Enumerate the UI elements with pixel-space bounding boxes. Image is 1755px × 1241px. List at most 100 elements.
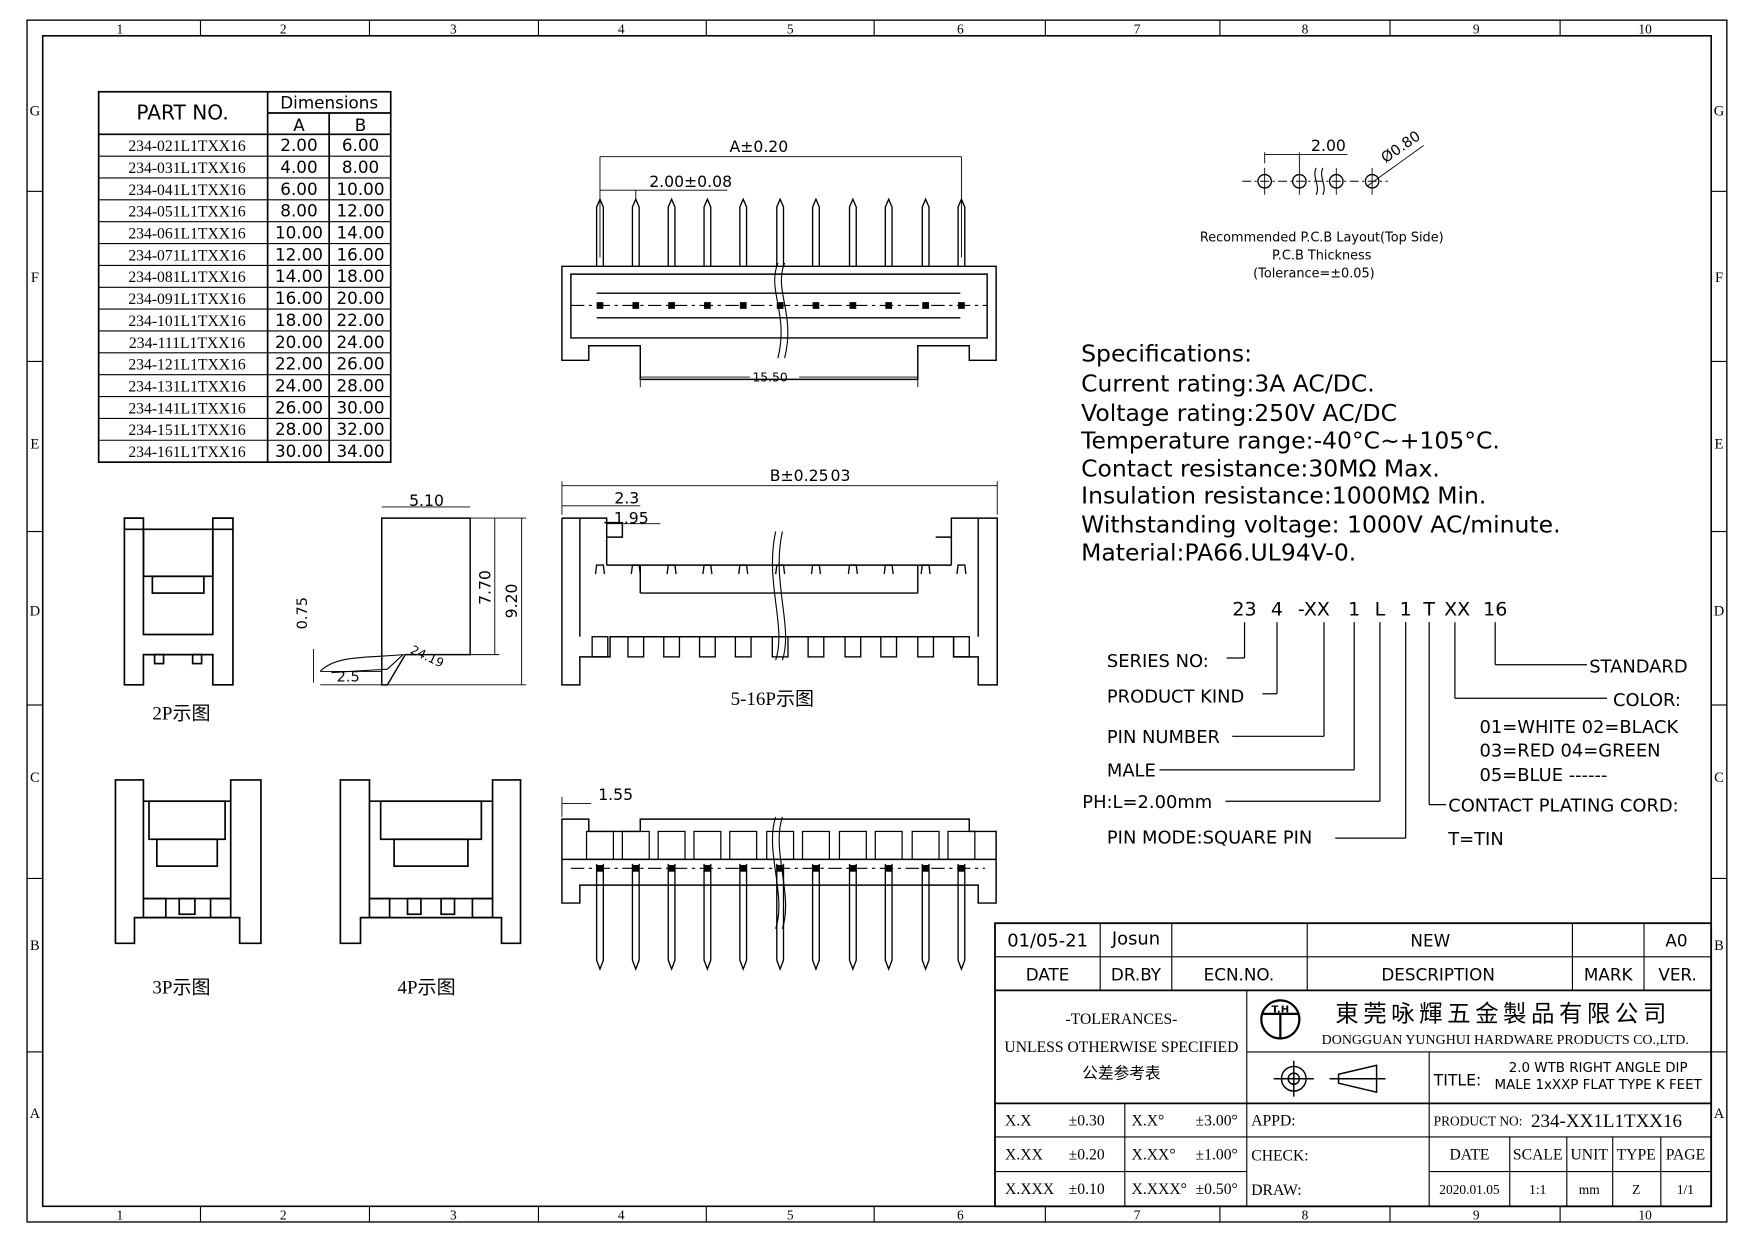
dim-a-cell: 10.00 bbox=[275, 222, 323, 242]
pin-square bbox=[958, 302, 965, 309]
pin bbox=[848, 197, 857, 267]
dim-a-cell: 24.00 bbox=[275, 375, 323, 395]
pin bbox=[667, 197, 676, 267]
code-color: COLOR: bbox=[1613, 690, 1681, 711]
spec-line: Withstanding voltage: 1000V AC/minute. bbox=[1081, 511, 1560, 539]
dim-a-cell: 4.00 bbox=[280, 157, 317, 177]
pin-foot bbox=[734, 636, 752, 658]
draw-label: DRAW: bbox=[1251, 1182, 1301, 1199]
pin bbox=[631, 197, 640, 267]
dim-2-5: 2.5 bbox=[337, 669, 360, 685]
code-segment: 1 bbox=[1400, 598, 1412, 620]
code-kind: PRODUCT KIND bbox=[1107, 687, 1244, 708]
dim-b-cell: 20.00 bbox=[337, 288, 385, 308]
grid-col-label: 5 bbox=[787, 22, 794, 37]
grid-col-label: 10 bbox=[1638, 22, 1652, 37]
code-tin: T=TIN bbox=[1447, 829, 1504, 850]
pin-tip bbox=[775, 564, 786, 575]
header-page: PAGE bbox=[1666, 1146, 1705, 1163]
pin-tip bbox=[594, 564, 606, 575]
label-3p: 3P示图 bbox=[152, 978, 210, 999]
grid-col-label: 5 bbox=[787, 1208, 794, 1223]
header-drby: DR.BY bbox=[1111, 964, 1162, 984]
grid-col-label: 7 bbox=[1134, 1208, 1141, 1223]
pin-housing bbox=[911, 830, 940, 861]
pin bbox=[667, 863, 676, 971]
tol-angle-key: X.XXX° bbox=[1132, 1181, 1187, 1198]
company-name-en: DONGGUAN YUNGHUI HARDWARE PRODUCTS CO.,L… bbox=[1322, 1033, 1689, 1048]
view-4p-drawing bbox=[339, 779, 522, 945]
rev-ver: A0 bbox=[1665, 931, 1687, 951]
side-view-drawing bbox=[313, 506, 527, 686]
specifications: Specifications:Current rating:3A AC/DC.V… bbox=[1080, 339, 1560, 566]
code-standard: STANDARD bbox=[1589, 657, 1687, 678]
part-code-leaders bbox=[1159, 622, 1608, 839]
pin-tip bbox=[920, 564, 931, 575]
dim-b-cell: 28.00 bbox=[337, 375, 385, 395]
company-name-cn: 東莞咏輝五金製品有限公司 bbox=[1335, 1001, 1671, 1028]
code-pin-mode: PIN MODE:SQUARE PIN bbox=[1107, 828, 1312, 849]
pin bbox=[776, 863, 785, 971]
pin-square bbox=[885, 865, 893, 872]
pin-foot bbox=[698, 636, 716, 658]
pin-square bbox=[668, 865, 675, 872]
part-number-cell: 234-081L1TXX16 bbox=[128, 269, 246, 286]
pin bbox=[921, 863, 930, 971]
col-a-header: A bbox=[293, 115, 305, 135]
tol-angle-value: ±0.50° bbox=[1196, 1181, 1238, 1198]
pin-tip bbox=[810, 564, 822, 575]
part-number-cell: 234-161L1TXX16 bbox=[128, 444, 246, 461]
dim-7-70: 7.70 bbox=[475, 570, 494, 605]
pin-housing bbox=[657, 830, 686, 861]
part-number-cell: 234-041L1TXX16 bbox=[128, 182, 246, 199]
sheet-frame bbox=[26, 19, 1728, 1223]
logo-text: T.H bbox=[1272, 1005, 1290, 1016]
grid-col-label: 3 bbox=[450, 1208, 457, 1223]
grid-col-label: 10 bbox=[1638, 1208, 1652, 1223]
code-plating: CONTACT PLATING CORD: bbox=[1448, 795, 1679, 816]
title-label: TITLE: bbox=[1433, 1070, 1482, 1089]
pin bbox=[595, 863, 605, 971]
spec-line: Temperature range:-40°C~+105°C. bbox=[1080, 427, 1500, 455]
tol-angle-key: X.X° bbox=[1132, 1113, 1165, 1130]
dim-a: A±0.20 bbox=[730, 137, 789, 156]
dim-pitch: 2.00±0.08 bbox=[649, 172, 732, 191]
projection-symbol bbox=[1273, 1060, 1386, 1097]
tol-key: X.XX bbox=[1005, 1146, 1044, 1163]
pin-foot bbox=[663, 636, 681, 658]
pin-square bbox=[958, 865, 965, 872]
part-number-cell: 234-091L1TXX16 bbox=[128, 291, 246, 308]
dim-b-cell: 10.00 bbox=[337, 179, 385, 199]
code-colors-3: 05=BLUE ------ bbox=[1480, 765, 1608, 786]
pin-housing bbox=[585, 830, 615, 861]
pin-foot bbox=[627, 636, 645, 658]
code-segment: XX bbox=[1444, 598, 1470, 620]
grid-row-label: A bbox=[1714, 1106, 1725, 1122]
pin-housing bbox=[947, 830, 976, 861]
pin bbox=[595, 197, 605, 267]
dim-9-20: 9.20 bbox=[502, 583, 521, 618]
top-view-drawing bbox=[561, 156, 997, 388]
pin bbox=[631, 863, 640, 971]
spec-line: Current rating:3A AC/DC. bbox=[1081, 370, 1375, 398]
pin-square bbox=[704, 865, 711, 872]
grid-col-label: 8 bbox=[1302, 22, 1309, 37]
pin-square bbox=[776, 302, 784, 309]
pin bbox=[921, 197, 930, 267]
grid-row-label: C bbox=[1714, 770, 1724, 786]
tolerances-title: -TOLERANCES- bbox=[1065, 1011, 1177, 1028]
pin-square bbox=[776, 865, 784, 872]
code-segment: L bbox=[1375, 598, 1386, 620]
dim-b-cell: 24.00 bbox=[337, 332, 385, 352]
code-male: MALE bbox=[1107, 761, 1156, 782]
pin-tip bbox=[738, 564, 749, 575]
spec-line: Material:PA66.UL94V-0. bbox=[1081, 539, 1356, 567]
header-mark: MARK bbox=[1584, 964, 1634, 984]
dim-a-cell: 2.00 bbox=[280, 135, 317, 155]
